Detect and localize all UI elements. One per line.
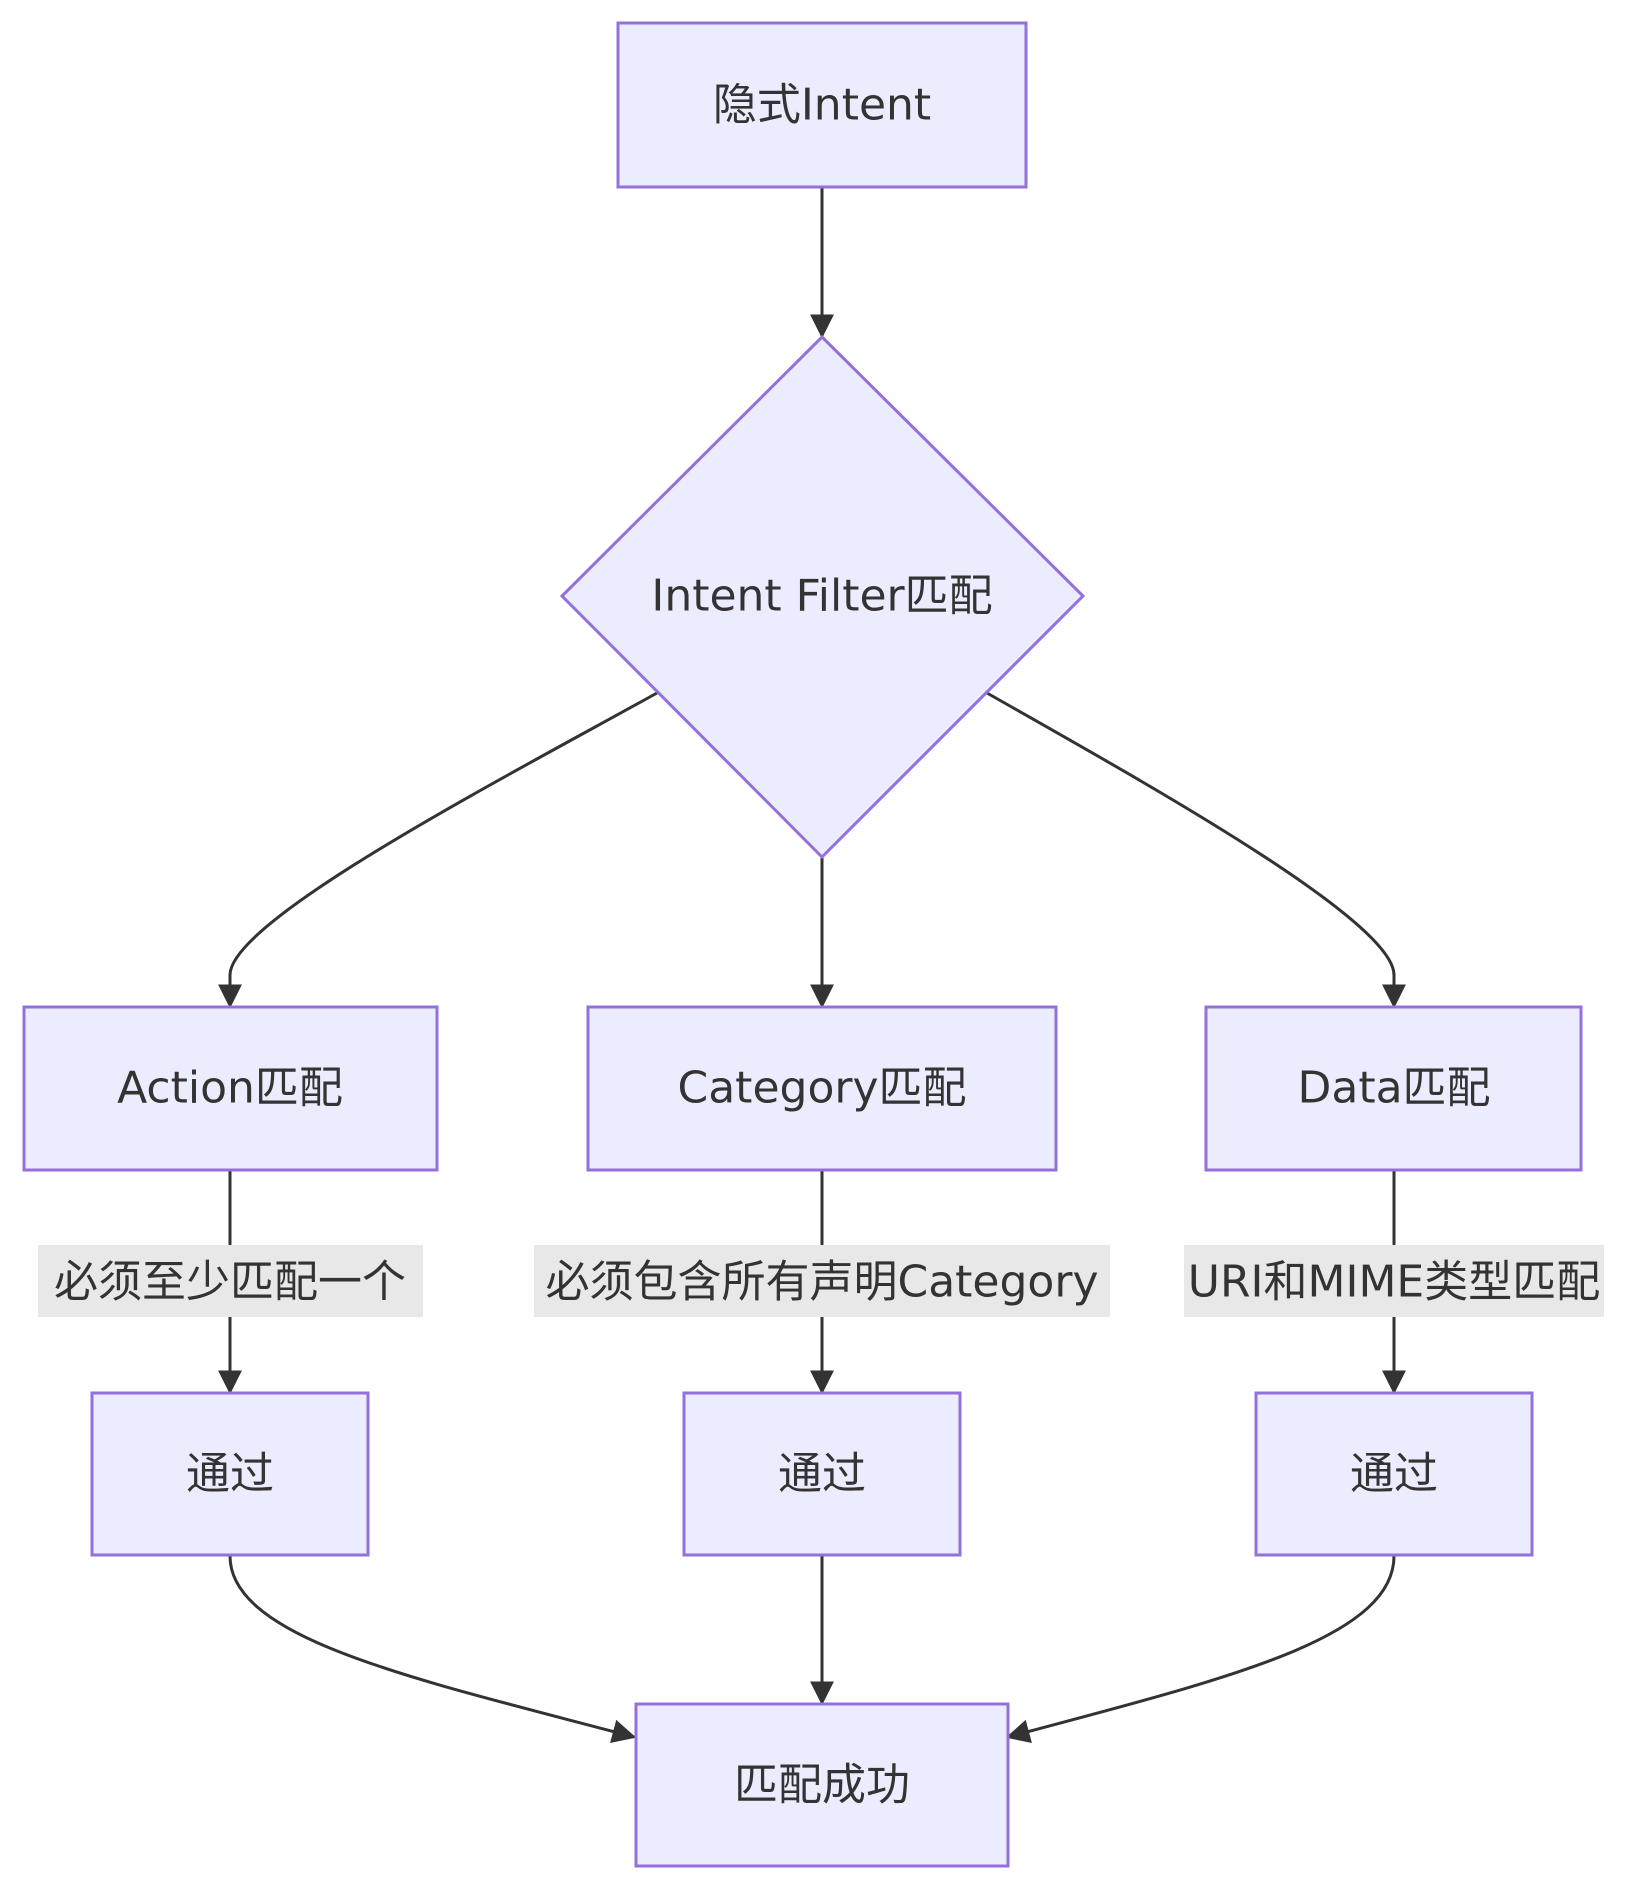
node-pass-data: 通过 — [1254, 1391, 1534, 1557]
node-implicit-intent: 隐式Intent — [616, 21, 1028, 189]
edge-label-action-text: 必须至少匹配一个 — [54, 1257, 406, 1308]
node-pass-action: 通过 — [90, 1391, 370, 1557]
node-intent-filter-label: Intent Filter匹配 — [651, 571, 992, 622]
edge-label-data: URI和MIME类型匹配 — [1184, 1245, 1604, 1317]
node-action-label: Action匹配 — [117, 1063, 343, 1114]
node-pass-category-label: 通过 — [778, 1449, 866, 1500]
edge-label-data-text: URI和MIME类型匹配 — [1188, 1257, 1600, 1308]
node-data-label: Data匹配 — [1297, 1063, 1490, 1114]
edge-filter-to-action — [218, 691, 658, 1009]
node-success-label: 匹配成功 — [734, 1760, 910, 1811]
node-category: Category匹配 — [586, 1005, 1058, 1172]
edge-filter-to-data — [986, 691, 1406, 1009]
node-pass-data-label: 通过 — [1350, 1449, 1438, 1500]
node-success: 匹配成功 — [634, 1702, 1010, 1868]
node-pass-action-label: 通过 — [186, 1449, 274, 1500]
edge-label-category: 必须包含所有声明Category — [534, 1245, 1110, 1317]
edge-label-category-text: 必须包含所有声明Category — [546, 1257, 1099, 1308]
edge-pass-data-to-success — [1005, 1555, 1396, 1743]
edge-label-action: 必须至少匹配一个 — [38, 1245, 423, 1317]
node-action: Action匹配 — [22, 1005, 439, 1172]
node-implicit-intent-label: 隐式Intent — [713, 80, 931, 131]
edge-pass-action-to-success — [228, 1555, 637, 1744]
node-pass-category: 通过 — [682, 1391, 962, 1557]
node-intent-filter: Intent Filter匹配 — [559, 334, 1086, 860]
node-data: Data匹配 — [1204, 1005, 1583, 1172]
node-category-label: Category匹配 — [678, 1063, 967, 1114]
